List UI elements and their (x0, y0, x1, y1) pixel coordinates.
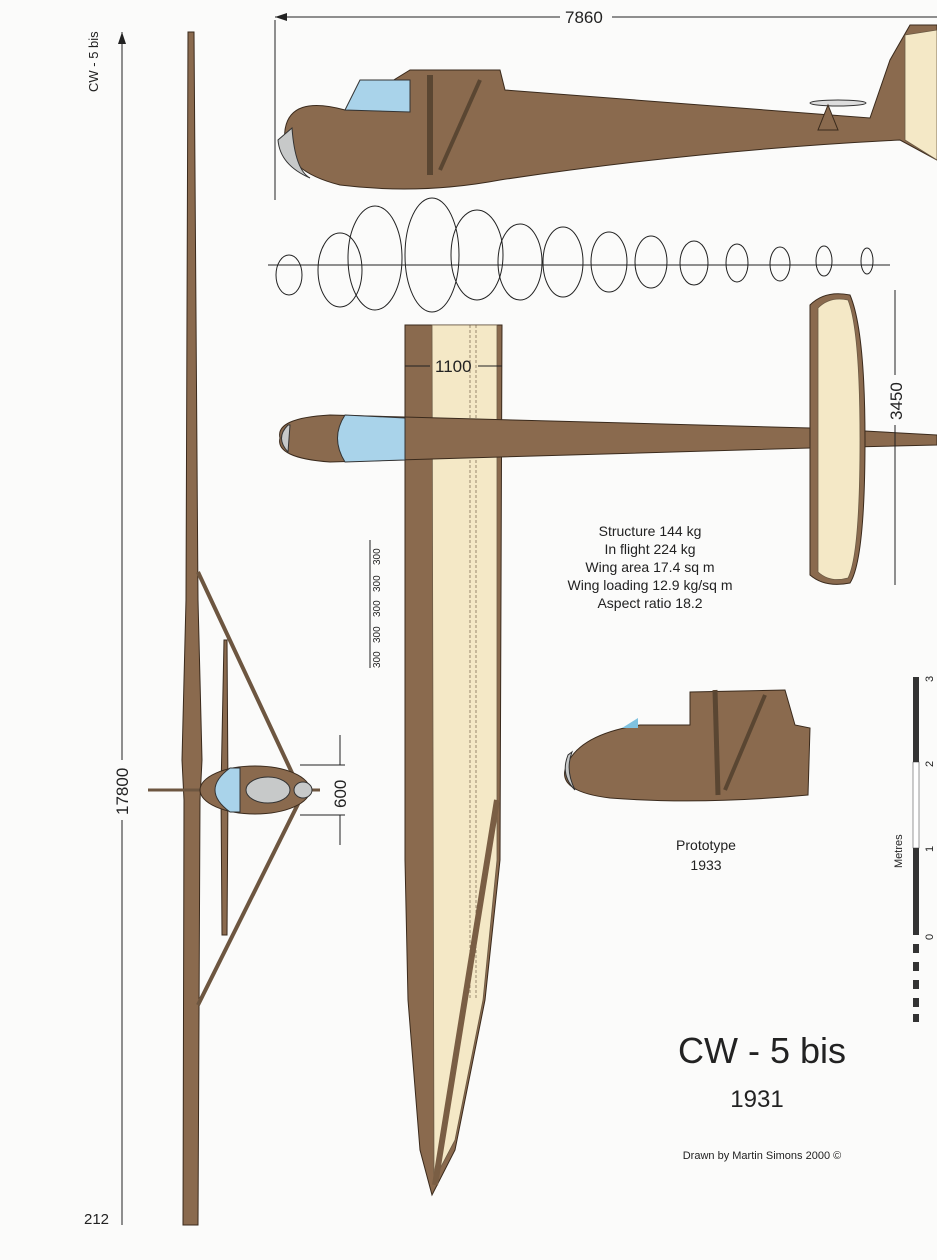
wing-chord-dimension: 1100 (435, 357, 472, 376)
svg-text:Structure 144 kg: Structure 144 kg (599, 523, 702, 539)
svg-text:300: 300 (372, 600, 383, 617)
prototype-year: 1933 (690, 857, 721, 873)
svg-text:300: 300 (372, 575, 383, 592)
plan-view: 1100 3450 300 300 300 300 300 (279, 290, 937, 1197)
span-dimension: 17800 (113, 768, 132, 815)
svg-text:Wing loading 12.9 kg/sq m: Wing loading 12.9 kg/sq m (568, 577, 733, 593)
scale-unit: Metres (893, 834, 905, 868)
svg-text:3: 3 (924, 676, 936, 682)
svg-text:1: 1 (924, 846, 936, 852)
page-number: 212 (84, 1211, 109, 1228)
cross-sections (268, 197, 890, 313)
aircraft-year: 1931 (730, 1086, 783, 1113)
drawing-credit: Drawn by Martin Simons 2000 © (683, 1150, 842, 1162)
tailplane-span-dimension: 3450 (887, 382, 906, 420)
running-title: CW - 5 bis (86, 31, 101, 92)
length-dimension: 7860 (565, 8, 603, 27)
svg-text:2: 2 (924, 761, 936, 767)
svg-text:In flight 224 kg: In flight 224 kg (604, 541, 695, 557)
svg-text:300: 300 (372, 626, 383, 643)
svg-text:Wing area 17.4 sq m: Wing area 17.4 sq m (585, 559, 714, 575)
fuselage-width-dimension: 600 (331, 780, 350, 808)
prototype-side-view: Prototype 1933 (564, 689, 811, 873)
front-view: 17800 600 (113, 31, 350, 1226)
svg-text:300: 300 (372, 548, 383, 565)
prototype-label: Prototype (676, 837, 736, 853)
specifications: Structure 144 kg In flight 224 kg Wing a… (568, 523, 733, 611)
svg-text:Aspect ratio 18.2: Aspect ratio 18.2 (597, 595, 702, 611)
svg-text:0: 0 (924, 934, 936, 940)
side-view: 7860 (274, 8, 937, 200)
aircraft-title: CW - 5 bis (678, 1030, 846, 1071)
rib-spacing-dimensions: 300 300 300 300 300 (369, 540, 383, 668)
scale-bar: 0 1 2 3 Metres (893, 676, 936, 1022)
svg-text:300: 300 (372, 651, 383, 668)
